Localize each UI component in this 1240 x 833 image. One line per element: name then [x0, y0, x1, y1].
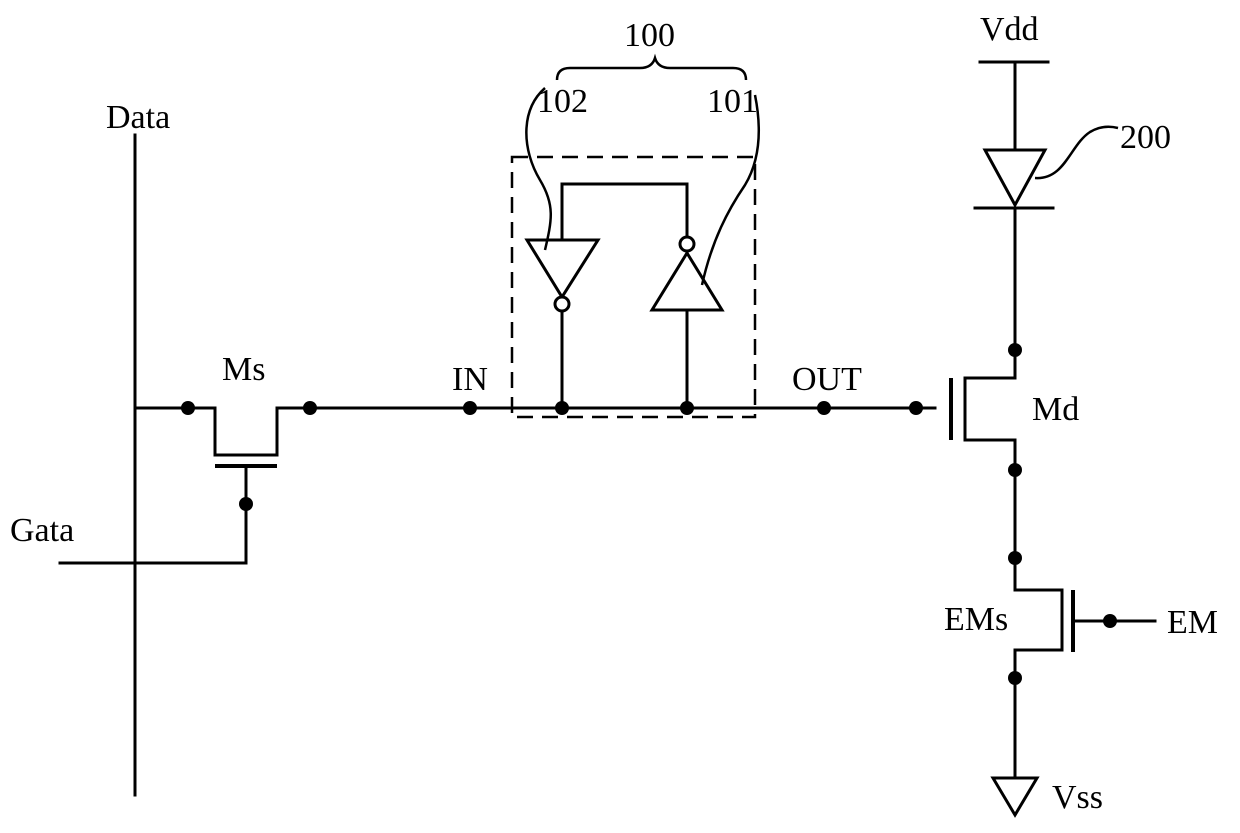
- inv101-ref: 101: [707, 83, 758, 120]
- ms-label: Ms: [222, 351, 265, 388]
- latch-ref: 100: [624, 17, 675, 54]
- ms-transistor: [135, 401, 325, 504]
- led-ref: 200: [1120, 119, 1171, 156]
- out-label: OUT: [792, 361, 862, 398]
- inv102-ref: 102: [537, 83, 588, 120]
- ems-transistor: [1015, 558, 1155, 678]
- inverter-102: [527, 240, 598, 415]
- out-node: [817, 401, 831, 415]
- md-label: Md: [1032, 391, 1079, 428]
- em-label: EM: [1167, 604, 1218, 641]
- data-label: Data: [106, 99, 170, 136]
- md-transistor: [909, 350, 1015, 470]
- inverter-101: [652, 237, 722, 415]
- inv101-leader: [702, 95, 759, 285]
- led-leader: [1035, 127, 1118, 178]
- gate-label: Gata: [10, 512, 74, 549]
- in-label: IN: [452, 361, 488, 398]
- md-drain-node: [1008, 343, 1022, 357]
- vdd-label: Vdd: [980, 11, 1039, 48]
- vss-symbol: [993, 778, 1037, 815]
- vss-label: Vss: [1052, 779, 1103, 816]
- in-node: [463, 401, 477, 415]
- ems-label: EMs: [944, 601, 1008, 638]
- latch-brace: [557, 58, 746, 80]
- gate-line: [60, 504, 246, 563]
- latch-feedback-wire: [562, 184, 687, 240]
